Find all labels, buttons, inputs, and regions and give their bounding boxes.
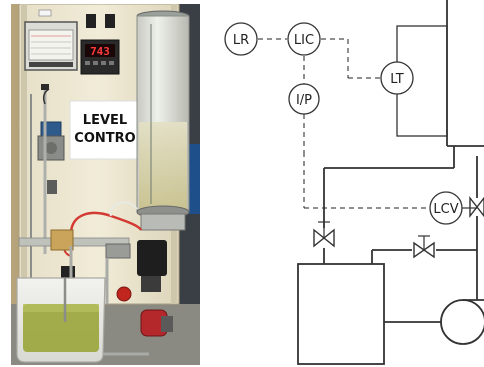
controller-display: 743	[90, 45, 110, 58]
control-valve-bubble-icon	[429, 191, 463, 225]
instrument-lt: LT	[380, 61, 414, 95]
converter-bubble-icon	[288, 83, 320, 115]
instrument-lr: LR	[224, 22, 258, 56]
pump-icon	[440, 299, 484, 345]
instrument-label-lt: LT	[390, 72, 403, 87]
instrument-ip: I/P	[288, 83, 320, 115]
control-valve-icon	[462, 195, 484, 219]
instrument-lcv: LCV	[429, 191, 463, 225]
sign-line-control: CONTRO	[74, 131, 135, 146]
controller-bubble-icon	[287, 22, 321, 56]
recorder-bubble-icon	[224, 22, 258, 56]
bypass-valve-icon	[413, 235, 435, 259]
level-trainer-photo: 743 LEVEL CONTRO	[11, 4, 200, 365]
signal-lines	[258, 38, 430, 209]
instrument-lic: LIC	[287, 22, 321, 56]
instrument-label-lr: LR	[233, 33, 249, 48]
instrument-label-lcv: LCV	[433, 202, 458, 217]
pid-diagram: LR LIC LT I/P LCV	[224, 0, 484, 365]
sign-line-level: LEVEL	[83, 113, 127, 128]
instrument-label-ip: I/P	[296, 93, 312, 108]
transmitter-bubble-icon	[380, 61, 414, 95]
storage-tank	[297, 263, 385, 365]
instrument-label-lic: LIC	[294, 33, 314, 48]
process-lines	[323, 0, 484, 323]
hand-valve-icon	[313, 221, 335, 248]
